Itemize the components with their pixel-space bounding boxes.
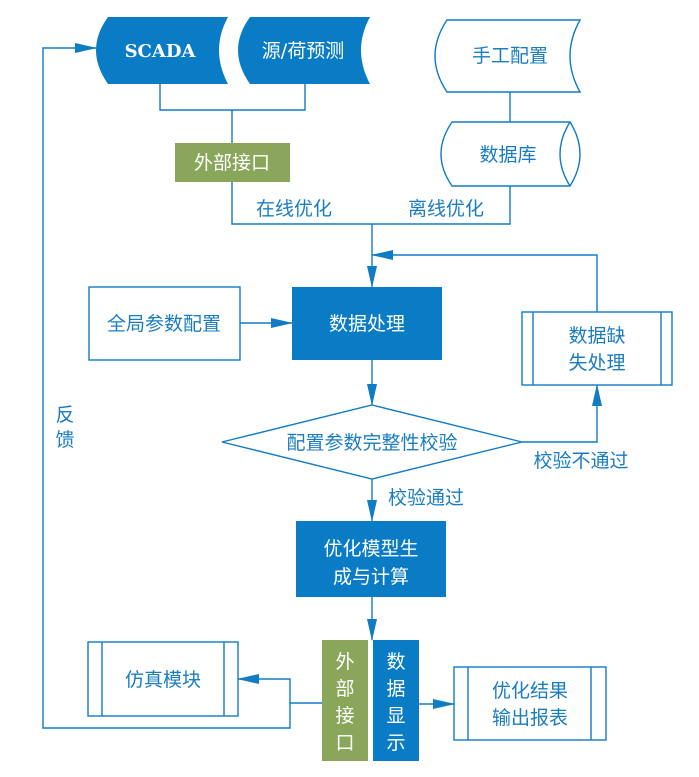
node-manual-config: 手工配置 <box>434 19 582 93</box>
connector-online-offline-join <box>231 182 511 225</box>
node-ext-char-4: 口 <box>335 732 354 754</box>
node-ext-char-3: 接 <box>335 705 354 727</box>
edge-label-offline: 离线优化 <box>408 198 484 220</box>
node-database: 数据库 <box>440 121 581 187</box>
edge-label-fail: 校验不通过 <box>533 450 628 472</box>
node-validation-label: 配置参数完整性校验 <box>286 432 457 454</box>
node-simulation: 仿真模块 <box>87 641 239 717</box>
node-ext-char-2: 部 <box>335 678 354 700</box>
node-optimize-line1: 优化模型生 <box>323 538 418 560</box>
node-forecast-label: 源/荷预测 <box>262 40 344 62</box>
node-report-line2: 输出报表 <box>492 707 568 729</box>
node-forecast: 源/荷预测 <box>238 17 370 84</box>
node-data-display: 数 据 显 示 <box>373 640 419 761</box>
node-missing-data-line2: 失处理 <box>568 352 625 374</box>
node-display-char-2: 据 <box>386 678 405 700</box>
node-data-processing: 数据处理 <box>292 287 442 360</box>
node-optimize: 优化模型生 成与计算 <box>296 521 446 597</box>
node-manual-config-label: 手工配置 <box>472 45 548 67</box>
node-missing-data-line1: 数据缺 <box>568 325 625 347</box>
node-simulation-label: 仿真模块 <box>125 669 201 691</box>
node-report-line1: 优化结果 <box>492 680 568 702</box>
edge-label-feedback-2: 馈 <box>55 429 74 451</box>
node-external-interface-top: 外部接口 <box>175 143 290 182</box>
node-optimize-line2: 成与计算 <box>333 566 409 588</box>
node-global-params-label: 全局参数配置 <box>107 313 221 335</box>
node-global-params: 全局参数配置 <box>88 286 241 361</box>
node-data-processing-label: 数据处理 <box>329 313 405 335</box>
edge-label-pass: 校验通过 <box>388 487 464 509</box>
edge-label-feedback-1: 反 <box>55 404 74 426</box>
node-validation: 配置参数完整性校验 <box>221 404 523 480</box>
node-scada: SCADA <box>96 17 228 84</box>
node-report: 优化结果 输出报表 <box>453 666 607 741</box>
node-display-char-4: 示 <box>386 732 405 754</box>
arrow-missing-to-processing <box>371 250 598 312</box>
node-scada-label: SCADA <box>125 41 197 62</box>
node-display-char-3: 显 <box>386 705 405 727</box>
node-database-label: 数据库 <box>479 144 536 166</box>
edge-label-online: 在线优化 <box>256 198 332 220</box>
arrow-validation-fail <box>522 384 602 443</box>
node-external-interface-top-label: 外部接口 <box>194 152 270 174</box>
arrow-feedback <box>42 43 291 729</box>
node-external-interface-bottom: 外 部 接 口 <box>322 640 368 761</box>
node-missing-data: 数据缺 失处理 <box>521 311 673 386</box>
node-ext-char-1: 外 <box>335 651 354 673</box>
node-display-char-1: 数 <box>386 651 405 673</box>
arrow-interface-to-simulation <box>237 674 322 704</box>
connector-sources-bracket <box>159 84 306 111</box>
